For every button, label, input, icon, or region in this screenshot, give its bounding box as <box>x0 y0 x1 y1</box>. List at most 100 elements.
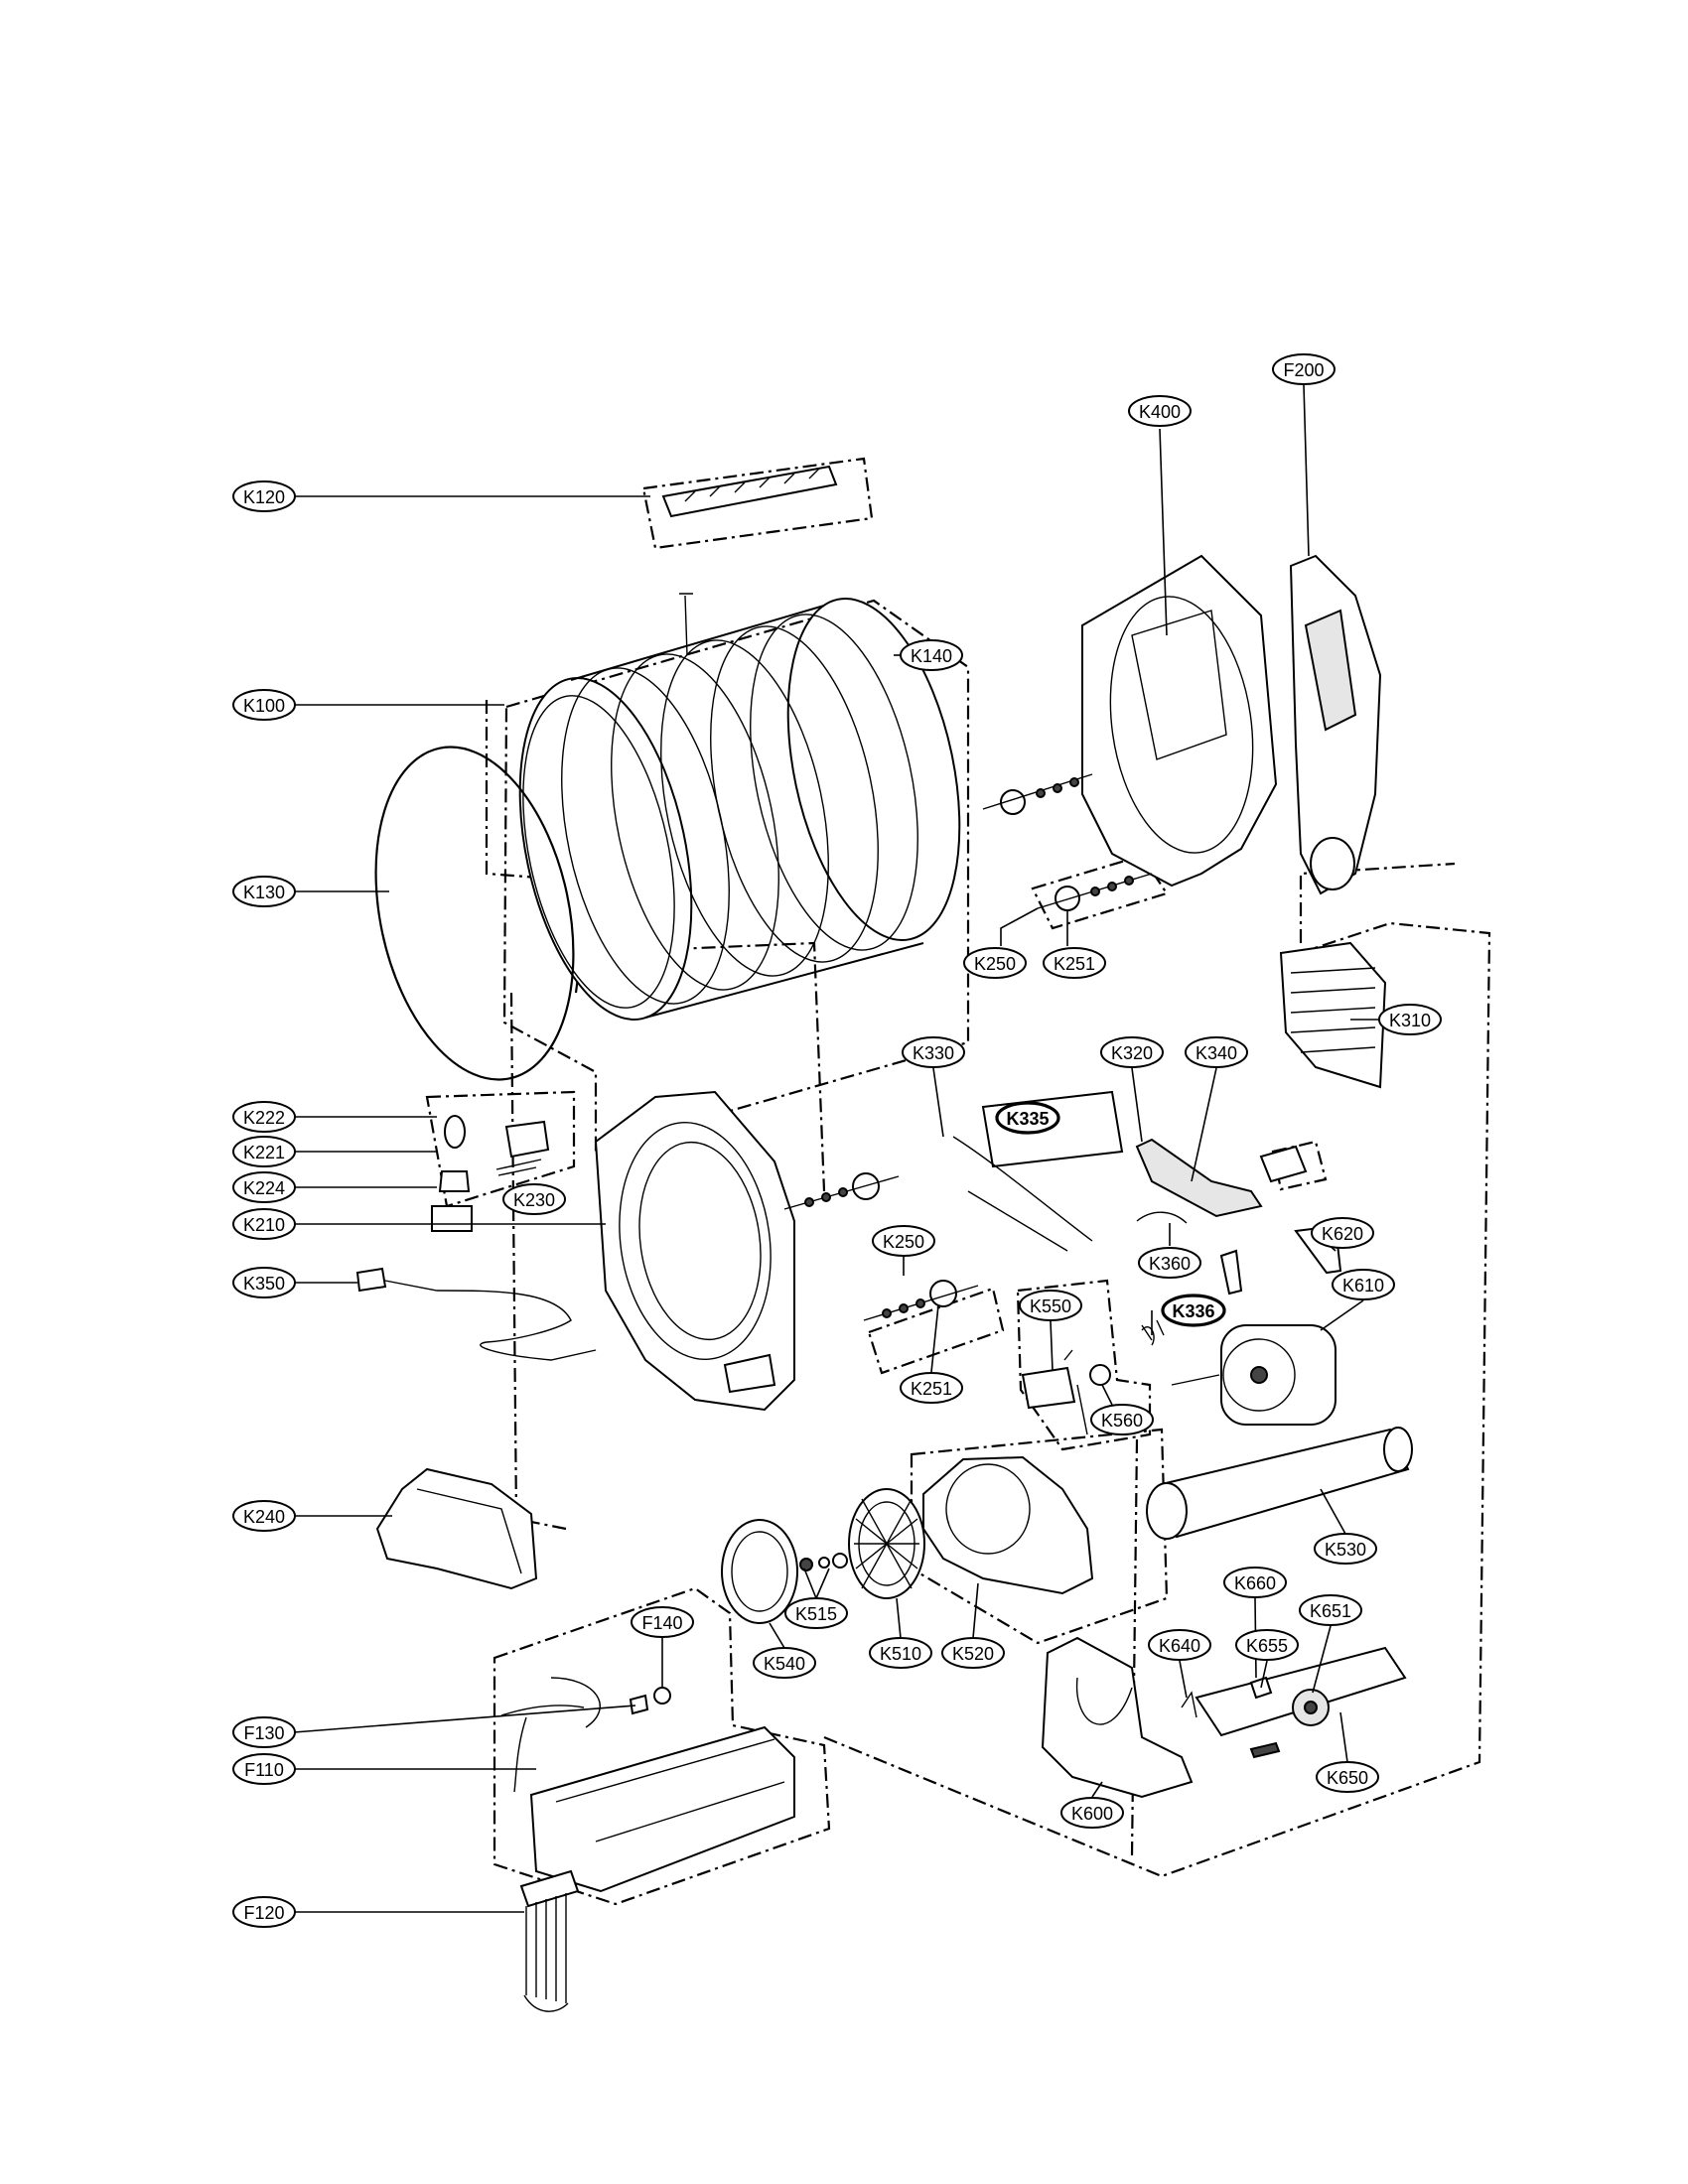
callout-text: K335 <box>1006 1109 1049 1129</box>
callout-oval <box>1185 1036 1248 1068</box>
callout-oval <box>1060 1797 1124 1829</box>
part-k251-rear-bearing-lower <box>1037 873 1153 911</box>
callout-text: F130 <box>243 1723 284 1743</box>
callout-text: K224 <box>243 1178 285 1198</box>
callout-oval <box>1128 395 1192 427</box>
callout-k330: K330 <box>902 1036 965 1068</box>
callout-oval <box>1043 947 1106 979</box>
callout-oval <box>232 1136 296 1167</box>
callout-f140: F140 <box>631 1606 694 1638</box>
callout-oval <box>1332 1269 1395 1300</box>
part-k650-k660-k651-k655-k640-idler <box>1181 1646 1407 1759</box>
callout-k600: K600 <box>1060 1797 1124 1829</box>
callout-oval <box>784 1597 848 1629</box>
callout-text: F140 <box>641 1613 682 1633</box>
callout-text: K210 <box>243 1215 285 1235</box>
callout-k515: K515 <box>784 1597 848 1629</box>
callout-f130: F130 <box>232 1716 296 1748</box>
callout-oval <box>232 1101 296 1133</box>
callout-k100: K100 <box>232 689 296 721</box>
callout-oval <box>232 1171 296 1203</box>
callout-text: K140 <box>911 646 952 666</box>
callout-k550: K550 <box>1019 1290 1082 1321</box>
callout-text: K230 <box>513 1190 555 1210</box>
callout-k320: K320 <box>1100 1036 1164 1068</box>
callout-text: K620 <box>1322 1224 1363 1244</box>
part-k530-duct-tube <box>1146 1427 1413 1540</box>
callout-k655: K655 <box>1235 1629 1299 1661</box>
part-k550-k560-sensors <box>1021 1326 1155 1435</box>
callout-oval <box>232 1753 296 1785</box>
callout-k310: K310 <box>1378 1004 1442 1035</box>
part-k130-belt <box>374 746 575 1081</box>
callout-k530: K530 <box>1314 1533 1377 1565</box>
callout-k650: K650 <box>1316 1761 1379 1793</box>
callout-text: F110 <box>244 1760 284 1780</box>
callout-text: K510 <box>880 1644 921 1664</box>
callout-oval <box>1148 1629 1211 1661</box>
callout-text: K222 <box>243 1108 285 1128</box>
callout-oval <box>232 1716 296 1748</box>
part-k120-top-bracket <box>661 465 838 518</box>
callout-oval <box>1299 1594 1362 1626</box>
callout-text: K530 <box>1325 1540 1366 1560</box>
callout-oval <box>1272 353 1336 385</box>
callout-text: K251 <box>911 1379 952 1399</box>
part-k320-k340-harness <box>1135 1138 1308 1224</box>
callout-oval <box>631 1606 694 1638</box>
callout-k360: K360 <box>1138 1247 1201 1279</box>
part-k520-blower-housing <box>922 1455 1094 1595</box>
callout-oval <box>753 1647 816 1679</box>
callout-k651: K651 <box>1299 1594 1362 1626</box>
callout-oval <box>1161 1294 1226 1327</box>
callout-k251a: K251 <box>1043 947 1106 979</box>
callout-oval <box>232 1208 296 1240</box>
callout-oval <box>1100 1036 1164 1068</box>
callout-k620: K620 <box>1311 1217 1374 1249</box>
part-rear-bearing-upper <box>982 773 1093 815</box>
callout-text: K350 <box>243 1274 285 1294</box>
callout-text: K310 <box>1389 1011 1431 1030</box>
callout-oval <box>1311 1217 1374 1249</box>
callout-k660: K660 <box>1223 1567 1287 1598</box>
part-f110-heater-duct <box>529 1725 795 1893</box>
callout-k335: K335 <box>995 1101 1060 1135</box>
part-k600-motor-mount <box>1041 1636 1194 1799</box>
callout-text: F120 <box>243 1903 284 1923</box>
callout-oval <box>1138 1247 1201 1279</box>
callout-oval <box>232 689 296 721</box>
callout-text: K100 <box>243 696 285 716</box>
callout-k640: K640 <box>1148 1629 1211 1661</box>
part-k100-drum <box>518 598 961 1021</box>
callout-text: K400 <box>1139 402 1181 422</box>
callout-text: K660 <box>1234 1573 1276 1593</box>
callout-text: K330 <box>913 1043 954 1063</box>
callout-oval <box>1090 1404 1154 1435</box>
part-f200-rear-duct <box>1289 554 1382 895</box>
callout-f120: F120 <box>232 1896 296 1928</box>
callout-oval <box>1316 1761 1379 1793</box>
callout-oval <box>900 639 963 671</box>
callout-text: K240 <box>243 1507 285 1527</box>
callout-text: K640 <box>1159 1636 1200 1656</box>
callout-k336: K336 <box>1161 1294 1226 1327</box>
callout-text: K320 <box>1111 1043 1153 1063</box>
callout-oval <box>941 1637 1005 1669</box>
callout-oval <box>995 1101 1060 1135</box>
callout-k250b: K250 <box>872 1225 935 1257</box>
callout-oval <box>232 1500 296 1532</box>
part-k620-k610-motor <box>1141 1224 1342 1426</box>
callout-k240: K240 <box>232 1500 296 1532</box>
callout-k560: K560 <box>1090 1404 1154 1435</box>
callout-oval <box>232 876 296 907</box>
callout-k510: K510 <box>869 1637 932 1669</box>
callout-oval <box>502 1183 566 1215</box>
callout-k222: K222 <box>232 1101 296 1133</box>
callout-text: K560 <box>1101 1411 1143 1431</box>
part-front-bearing-upper <box>783 1172 900 1210</box>
callout-oval <box>232 1896 296 1928</box>
callout-k120: K120 <box>232 480 296 512</box>
callout-k250a: K250 <box>963 947 1027 979</box>
